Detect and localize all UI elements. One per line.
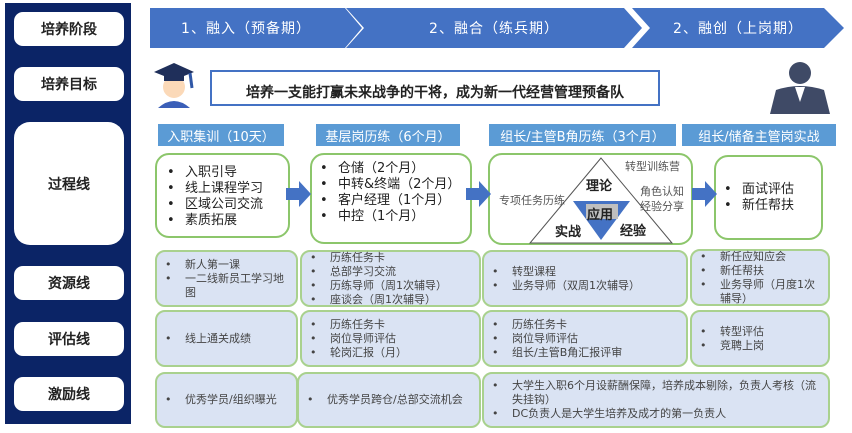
list-item: 总部学习交流 <box>308 265 447 279</box>
evaluation-cell-1: 线上通关成绩 <box>155 310 298 367</box>
list-item: 中转&终端（2个月） <box>316 177 466 193</box>
resource-cell-2: 历练任务卡总部学习交流历练导师（周1次辅导）座谈会（周1次辅导） <box>300 250 481 307</box>
list-item: 客户经理（1个月） <box>316 193 466 209</box>
experience-label: 经验 <box>620 224 647 239</box>
list-item: 中控（1个月） <box>316 209 466 225</box>
list-item: DC负责人是大学生培养及成才的第一负责人 <box>490 407 822 421</box>
list-item: 面试评估 <box>720 182 794 198</box>
list-item: 新任帮扶 <box>698 264 822 278</box>
label-process: 过程线 <box>14 122 124 245</box>
list-item: 优秀学员/组织曝光 <box>163 393 277 407</box>
resource-cell-3: 转型课程业务导师（双周1次辅导） <box>482 250 688 307</box>
list-item: 新任帮扶 <box>720 198 794 214</box>
note-role: 角色认知 <box>640 185 684 198</box>
stage-1-label: 1、融入（预备期） <box>181 21 311 37</box>
evaluation-cell-4: 转型评估竞聘上岗 <box>690 310 830 367</box>
list-item: 素质拓展 <box>163 213 282 229</box>
arrow-right-icon <box>286 181 311 207</box>
list-item: 新任应知应会 <box>698 250 822 264</box>
list-item: 新人第一课 <box>163 258 290 272</box>
process-col2: 仓储（2个月）中转&终端（2个月）客户经理（1个月）中控（1个月） <box>310 153 472 244</box>
list-item: 轮岗汇报（月） <box>308 346 407 360</box>
stage-3: 2、融创（上岗期） <box>632 8 844 48</box>
businessman-icon <box>770 62 830 114</box>
list-item: 历练导师（周1次辅导） <box>308 279 447 293</box>
list-item: 优秀学员跨仓/总部交流机会 <box>305 393 463 407</box>
list-item: 入职引导 <box>163 165 282 181</box>
list-item: 仓储（2个月） <box>316 161 466 177</box>
list-item: 竞聘上岗 <box>698 339 764 353</box>
label-stage: 培养阶段 <box>14 12 124 46</box>
evaluation-cell-2: 历练任务卡岗位导师评估轮岗汇报（月） <box>300 310 481 367</box>
arrow-right-icon <box>692 181 717 207</box>
subheader-1: 入职集训（10天） <box>158 124 284 146</box>
list-item: 历练任务卡 <box>490 318 622 332</box>
list-item: 业务导师（月度1次辅导） <box>698 278 822 306</box>
stage-2: 2、融合（练兵期） <box>346 8 642 48</box>
incentive-cell-2: 优秀学员跨仓/总部交流机会 <box>297 372 481 428</box>
list-item: 一二线新员工学习地图 <box>163 272 290 300</box>
process-col4: 面试评估新任帮扶 <box>714 155 823 240</box>
list-item: 岗位导师评估 <box>490 332 622 346</box>
list-item: 业务导师（双周1次辅导） <box>490 279 640 293</box>
list-item: 岗位导师评估 <box>308 332 407 346</box>
incentive-cell-1: 优秀学员/组织曝光 <box>155 372 298 428</box>
list-item: 历练任务卡 <box>308 251 447 265</box>
subheader-4: 组长/储备主管岗实战 <box>682 124 836 146</box>
list-item: 线上通关成绩 <box>163 332 251 346</box>
label-goal: 培养目标 <box>14 67 124 101</box>
apply-label: 应用 <box>587 208 614 223</box>
process-col1: 入职引导线上课程学习区域公司交流素质拓展 <box>155 153 290 238</box>
list-item: 历练任务卡 <box>308 318 407 332</box>
label-resource: 资源线 <box>14 266 124 300</box>
list-item: 转型评估 <box>698 325 764 339</box>
note-camp: 转型训练营 <box>625 160 680 173</box>
subheader-2: 基层岗历练（6个月） <box>316 124 460 146</box>
stage-1: 1、融入（预备期） <box>150 8 362 48</box>
note-share: 经验分享 <box>640 200 684 213</box>
evaluation-cell-3: 历练任务卡岗位导师评估组长/主管B角汇报评审 <box>482 310 688 367</box>
label-incentive: 激励线 <box>14 377 124 411</box>
resource-cell-1: 新人第一课一二线新员工学习地图 <box>155 250 298 307</box>
note-special-task: 专项任务历练 <box>499 194 565 207</box>
graduate-avatar-icon <box>154 63 194 108</box>
list-item: 座谈会（周1次辅导） <box>308 293 447 307</box>
practice-label: 实战 <box>555 225 582 240</box>
list-item: 大学生入职6个月设薪酬保障，培养成本剔除，负责人考核（流失挂钩） <box>490 379 822 407</box>
goal-box: 培养一支能打赢未来战争的干将，成为新一代经营管理预备队 <box>210 70 660 106</box>
stage-2-label: 2、融合（练兵期） <box>429 21 559 37</box>
arrow-right-icon <box>466 181 491 207</box>
list-item: 组长/主管B角汇报评审 <box>490 346 622 360</box>
resource-cell-4: 新任应知应会新任帮扶业务导师（月度1次辅导） <box>690 249 830 306</box>
incentive-cell-3: 大学生入职6个月设薪酬保障，培养成本剔除，负责人考核（流失挂钩）DC负责人是大学… <box>482 372 830 428</box>
left-panel: 培养阶段 培养目标 过程线 资源线 评估线 激励线 <box>5 3 131 424</box>
stage-3-label: 2、融创（上岗期） <box>673 21 803 37</box>
list-item: 转型课程 <box>490 265 640 279</box>
list-item: 区域公司交流 <box>163 197 282 213</box>
label-evaluation: 评估线 <box>14 322 124 356</box>
theory-label: 理论 <box>586 179 613 194</box>
subheader-3: 组长/主管B角历练（3个月） <box>489 124 676 146</box>
list-item: 线上课程学习 <box>163 181 282 197</box>
